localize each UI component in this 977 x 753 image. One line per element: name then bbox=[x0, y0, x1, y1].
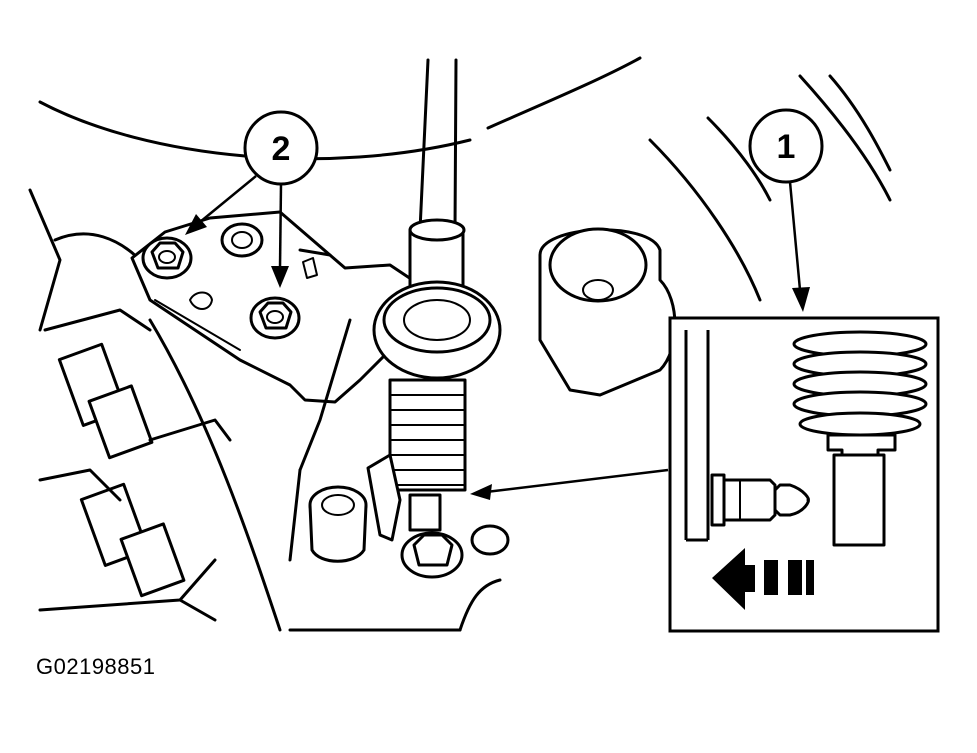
detail-spring bbox=[792, 330, 928, 547]
callout-1: 1 bbox=[748, 108, 824, 312]
transmission-left-detail bbox=[28, 188, 232, 622]
cable-grommet bbox=[372, 280, 502, 380]
callout-1-label: 1 bbox=[777, 128, 796, 166]
cable-end-clip bbox=[366, 453, 510, 579]
shift-cable bbox=[408, 58, 466, 312]
housing-outline bbox=[38, 56, 892, 632]
figure-id: G02198851 bbox=[36, 654, 156, 679]
detail-leader-arrow bbox=[470, 468, 669, 500]
bracket-bolt-lower bbox=[249, 296, 301, 340]
detail-inset bbox=[668, 316, 940, 633]
callout-2: 2 bbox=[185, 110, 319, 288]
detail-clip-pin bbox=[710, 473, 810, 527]
direction-arrow-icon bbox=[712, 548, 814, 610]
housing-bosses bbox=[288, 227, 677, 563]
cable-spring bbox=[388, 378, 467, 492]
bracket-bolt-upper bbox=[141, 236, 193, 280]
callout-2-label: 2 bbox=[272, 130, 291, 168]
